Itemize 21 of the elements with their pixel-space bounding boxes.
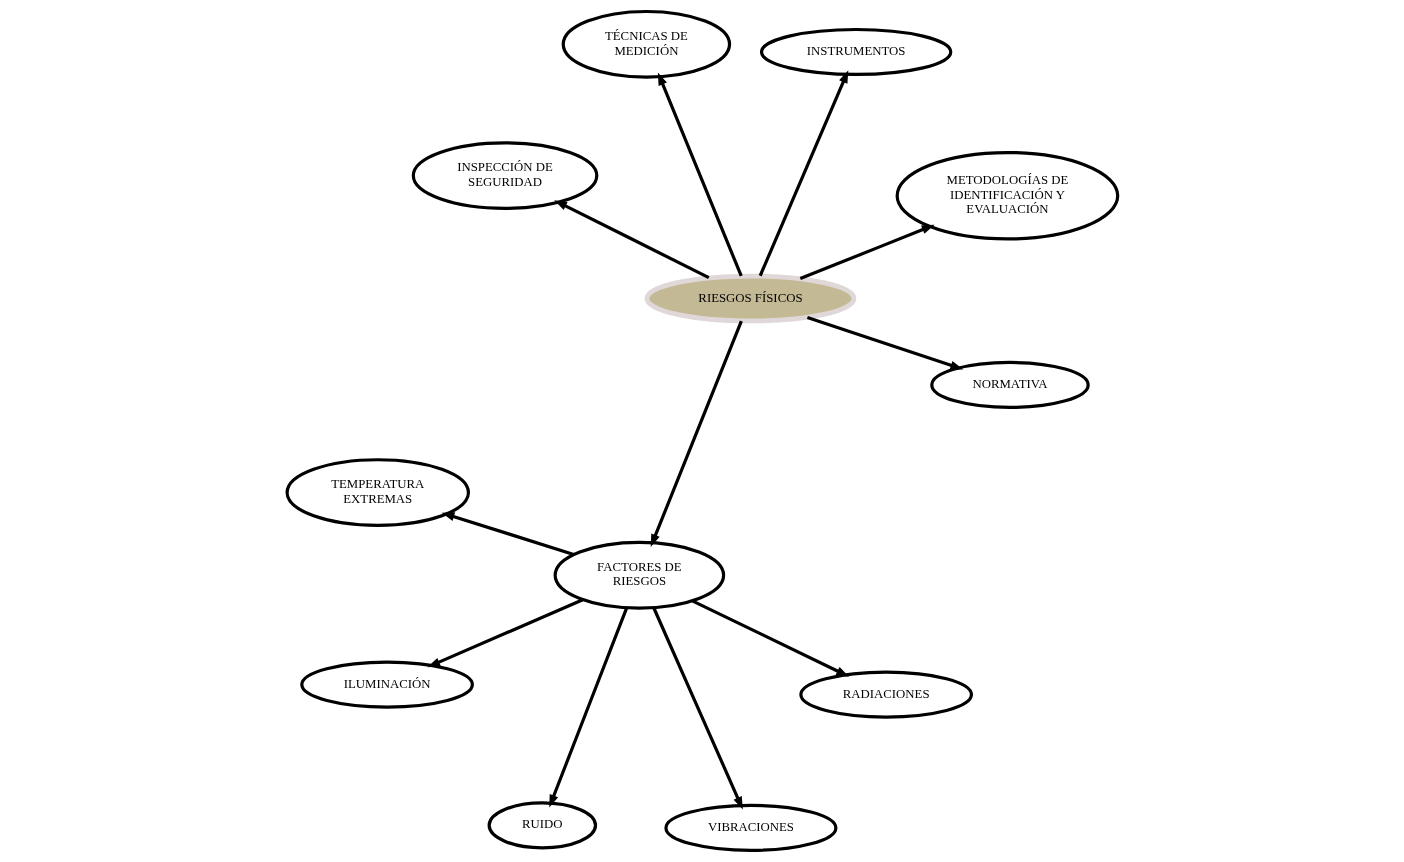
arrow [651,607,743,810]
node-ellipse: ILUMINACIÓN [299,660,474,709]
arrow [441,512,574,556]
arrow [758,70,848,277]
arrow [806,315,963,370]
node-ellipse: INSTRUMENTOS [759,27,952,77]
node-ellipse: RADIACIONES [798,670,973,719]
arrow [553,200,710,280]
node-ellipse: METODOLOGÍAS DE IDENTIFICACIÓN Y EVALUACIÓN [895,150,1119,241]
node-ellipse: TEMPERATURA EXTREMAS [285,458,470,527]
node-ellipse: TÉCNICAS DE MEDICIÓN [561,9,731,79]
node-ellipse: RIESGOS FÍSICOS [644,273,856,324]
arrow [691,599,849,677]
arrow [426,598,583,668]
arrow [657,72,743,277]
node-ellipse: VIBRACIONES [663,803,837,852]
arrow [799,224,935,281]
arrow [548,607,628,808]
node-ellipse: RUIDO [487,801,597,850]
node-ellipse: FACTORES DE RIESGOS [553,540,725,610]
arrow [650,320,743,548]
